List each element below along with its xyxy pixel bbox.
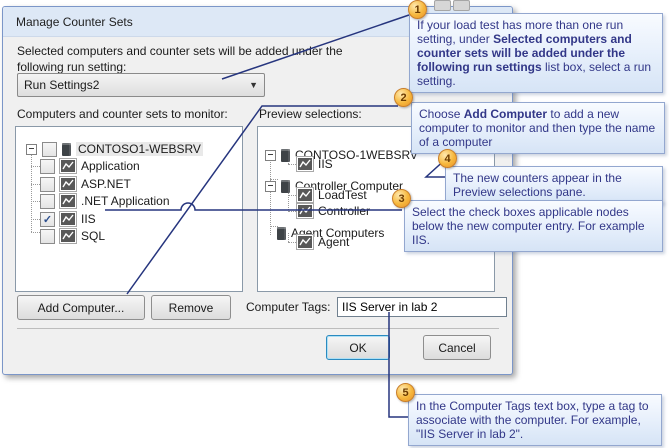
- tree-row-contoso1-websrv[interactable]: CONTOSO1-WEBSRV: [26, 141, 203, 157]
- tree-node-label[interactable]: SQL: [81, 229, 106, 243]
- collapse-minus-icon[interactable]: [26, 143, 37, 155]
- tree-node-label[interactable]: Application: [81, 159, 140, 173]
- tree-guide-line: [31, 152, 32, 232]
- counter-set-icon: [297, 188, 313, 202]
- computer-tags-label: Computer Tags:: [246, 300, 331, 314]
- window-control-icon: [453, 0, 470, 11]
- collapse-minus-icon[interactable]: [265, 149, 276, 161]
- tree-guide-line: [288, 195, 296, 196]
- tree-node-label[interactable]: .NET Application: [81, 194, 170, 208]
- callout-number-badge-3: 3: [392, 189, 411, 208]
- tree-guide-line: [31, 219, 40, 220]
- preview-row-loadtest[interactable]: LoadTest: [297, 187, 367, 203]
- tree-guide-line: [288, 211, 296, 212]
- tree-row-iis[interactable]: IIS: [40, 211, 96, 227]
- callout-number-badge-4: 4: [438, 149, 457, 168]
- tree-guide-line: [288, 164, 296, 165]
- collapse-minus-icon[interactable]: [265, 180, 276, 192]
- dialog-title: Manage Counter Sets: [16, 14, 133, 29]
- tree-node-label[interactable]: IIS: [318, 157, 333, 171]
- tree-node-label[interactable]: ASP.NET: [81, 177, 131, 191]
- remove-button[interactable]: Remove: [151, 295, 231, 320]
- callout-number-badge-1: 1: [408, 0, 427, 19]
- run-setting-dropdown[interactable]: Run Settings2 ▼: [17, 73, 265, 97]
- tree-guide-line: [270, 155, 271, 235]
- tree-row-aspnet[interactable]: ASP.NET: [40, 176, 131, 192]
- counter-set-icon: [297, 204, 313, 218]
- counter-set-icon: [60, 159, 76, 173]
- preview-row-contoso-1websrv[interactable]: CONTOSO-1WEBSRV: [265, 147, 418, 163]
- tree-node-label[interactable]: LoadTest: [318, 188, 367, 202]
- checkbox-sql[interactable]: [40, 228, 55, 244]
- tree-node-label[interactable]: Agent: [318, 235, 350, 249]
- tree-node-label[interactable]: Controller: [318, 204, 371, 218]
- computer-icon: [62, 142, 71, 156]
- cancel-button[interactable]: Cancel: [423, 335, 491, 360]
- tree-row-application[interactable]: Application: [40, 158, 140, 174]
- computer-icon: [281, 148, 290, 162]
- preview-label: Preview selections:: [259, 107, 362, 121]
- checkbox-aspnet[interactable]: [40, 176, 55, 192]
- callout-box-1: If your load test has more than one run …: [409, 13, 663, 93]
- tree-node-label[interactable]: CONTOSO1-WEBSRV: [76, 142, 203, 156]
- tree-guide-line: [31, 201, 40, 202]
- preview-row-iis[interactable]: IIS: [297, 156, 333, 172]
- checkbox-iis-checked[interactable]: [40, 211, 55, 227]
- callout-box-3: Select the check boxes applicable nodes …: [404, 200, 663, 252]
- tree-guide-line: [31, 184, 40, 185]
- monitor-tree: CONTOSO1-WEBSRV Application ASP.NET .NET…: [15, 126, 243, 292]
- window-control-icon: [434, 0, 451, 11]
- tree-node-label[interactable]: IIS: [81, 212, 96, 226]
- computer-icon: [281, 179, 290, 193]
- counter-set-icon: [60, 177, 76, 191]
- counter-set-icon: [60, 212, 76, 226]
- callout-box-2: Choose Add Computer to add a new compute…: [411, 102, 665, 154]
- ok-button[interactable]: OK: [326, 335, 390, 360]
- preview-row-controller[interactable]: Controller: [297, 203, 370, 219]
- intro-text: Selected computers and counter sets will…: [17, 44, 343, 74]
- callout-box-4: The new counters appear in the Preview s…: [445, 166, 663, 204]
- run-setting-value: Run Settings2: [24, 78, 100, 92]
- counter-set-icon: [297, 157, 313, 171]
- callout-number-badge-5: 5: [396, 383, 415, 402]
- tree-guide-line: [288, 242, 296, 243]
- tree-row-sql[interactable]: SQL: [40, 228, 105, 244]
- dialog-divider: [17, 328, 499, 329]
- callout-number-badge-2: 2: [394, 88, 413, 107]
- tree-guide-line: [31, 166, 40, 167]
- preview-row-agent[interactable]: Agent: [297, 234, 349, 250]
- tree-row-dotnet-application[interactable]: .NET Application: [40, 193, 170, 209]
- callout-box-5: In the Computer Tags text box, type a ta…: [408, 394, 662, 446]
- tree-guide-line: [31, 232, 40, 233]
- chevron-down-icon: ▼: [249, 80, 258, 90]
- checkbox-dotnet-application[interactable]: [40, 193, 55, 209]
- add-computer-button[interactable]: Add Computer...: [17, 295, 145, 320]
- counter-set-icon: [60, 194, 76, 208]
- checkbox-contoso1-websrv[interactable]: [42, 141, 57, 157]
- checkbox-application[interactable]: [40, 158, 55, 174]
- counter-set-icon: [297, 235, 313, 249]
- computer-tags-input[interactable]: [337, 297, 507, 317]
- monitor-tree-label: Computers and counter sets to monitor:: [17, 107, 228, 121]
- computer-icon: [277, 226, 286, 240]
- counter-set-icon: [60, 229, 76, 243]
